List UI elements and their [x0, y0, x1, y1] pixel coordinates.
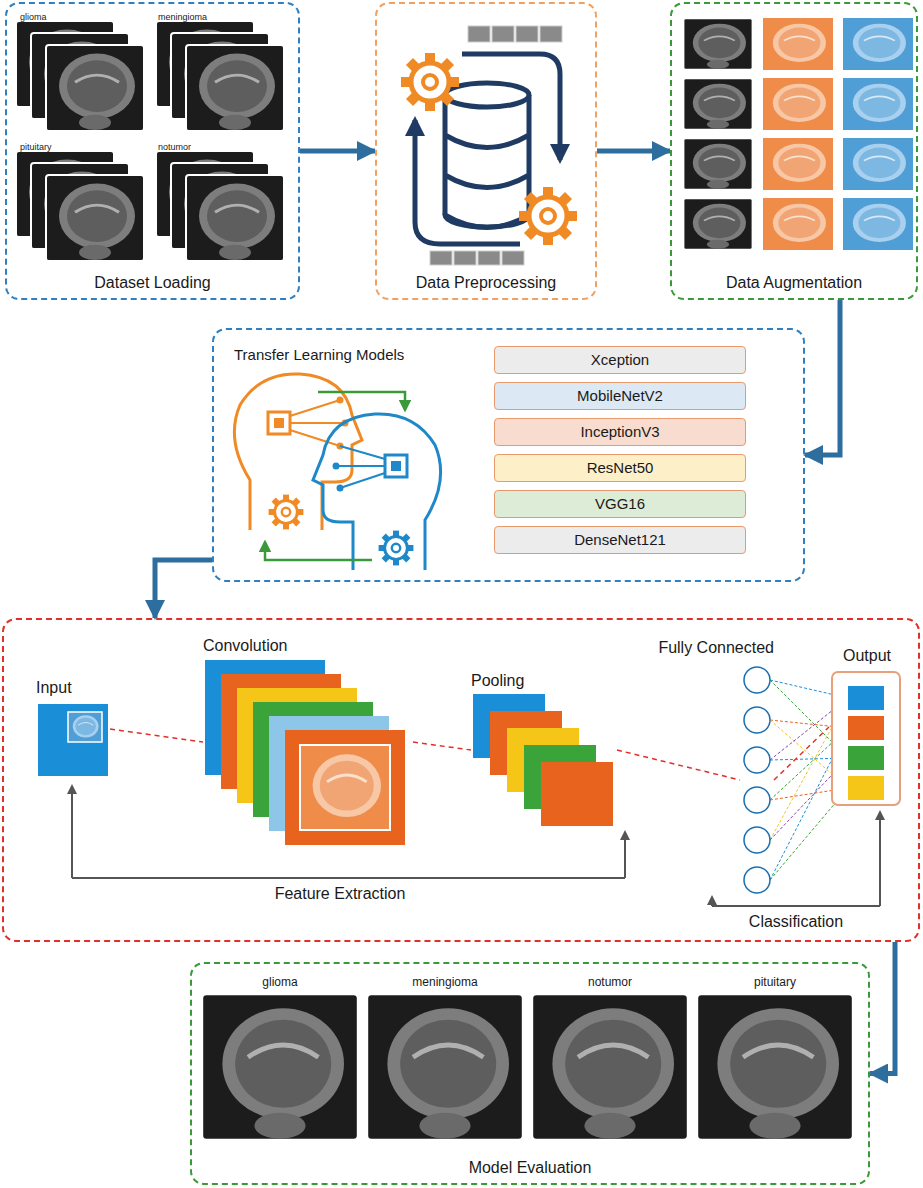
flow-arrow	[805, 300, 840, 455]
layer-block: Output	[829, 646, 905, 808]
node-label: Fully Connected	[574, 638, 774, 657]
node-label: Transfer Learning Models	[234, 346, 404, 364]
node-label: Data Preprocessing	[416, 273, 557, 292]
flow-arrow	[300, 149, 375, 154]
layer-block: Input	[36, 678, 110, 780]
model-box: InceptionV3	[494, 418, 746, 446]
image-label: glioma	[20, 12, 47, 23]
node-label: Model Evaluation	[469, 1158, 592, 1177]
node-label: Convolution	[203, 636, 288, 655]
model-box: Xception	[494, 346, 746, 374]
image-label: notumor	[588, 975, 632, 989]
stage-panel: Data Preprocessing	[375, 2, 597, 300]
model-name: ResNet50	[587, 459, 654, 477]
node-label: Output	[843, 646, 891, 665]
stage-panel: Model Evaluation	[190, 962, 870, 1185]
cnn-panel: Feature ExtractionClassification Input Con…	[2, 618, 920, 942]
layer-block: Pooling	[471, 671, 617, 829]
model-box: MobileNetV2	[494, 382, 746, 410]
node-label: Data Augmentation	[726, 273, 862, 292]
model-box: VGG16	[494, 490, 746, 518]
node-label: Feature Extraction	[275, 884, 406, 903]
model-box: ResNet50	[494, 454, 746, 482]
layer-link	[774, 727, 829, 780]
model-name: DenseNet121	[574, 531, 666, 549]
stage-panel: Transfer Learning Models XceptionMobileNe…	[212, 328, 805, 582]
image-label: notumor	[158, 142, 191, 153]
image-label: pituitary	[20, 142, 52, 153]
model-name: MobileNetV2	[577, 387, 663, 405]
model-box: DenseNet121	[494, 526, 746, 554]
node-label: Dataset Loading	[94, 273, 211, 292]
flow-arrow	[155, 560, 212, 618]
layer-block: Fully Connected	[740, 664, 774, 896]
flow-arrow	[870, 942, 895, 1074]
image-label: meningioma	[158, 12, 207, 23]
layer-link	[617, 750, 740, 780]
layer-block: Convolution	[203, 636, 413, 848]
image-label: meningioma	[412, 975, 477, 989]
image-label: glioma	[262, 975, 297, 989]
model-name: Xception	[591, 351, 649, 369]
node-label: Pooling	[471, 671, 524, 690]
model-name: InceptionV3	[580, 423, 659, 441]
node-label: Input	[36, 678, 72, 697]
layer-link	[413, 742, 471, 750]
node-label: Classification	[749, 912, 843, 931]
model-name: VGG16	[595, 495, 645, 513]
image-label: pituitary	[754, 975, 796, 989]
flow-arrow	[597, 149, 670, 154]
layer-link	[110, 729, 203, 742]
stage-panel: Data Augmentation	[670, 2, 918, 300]
